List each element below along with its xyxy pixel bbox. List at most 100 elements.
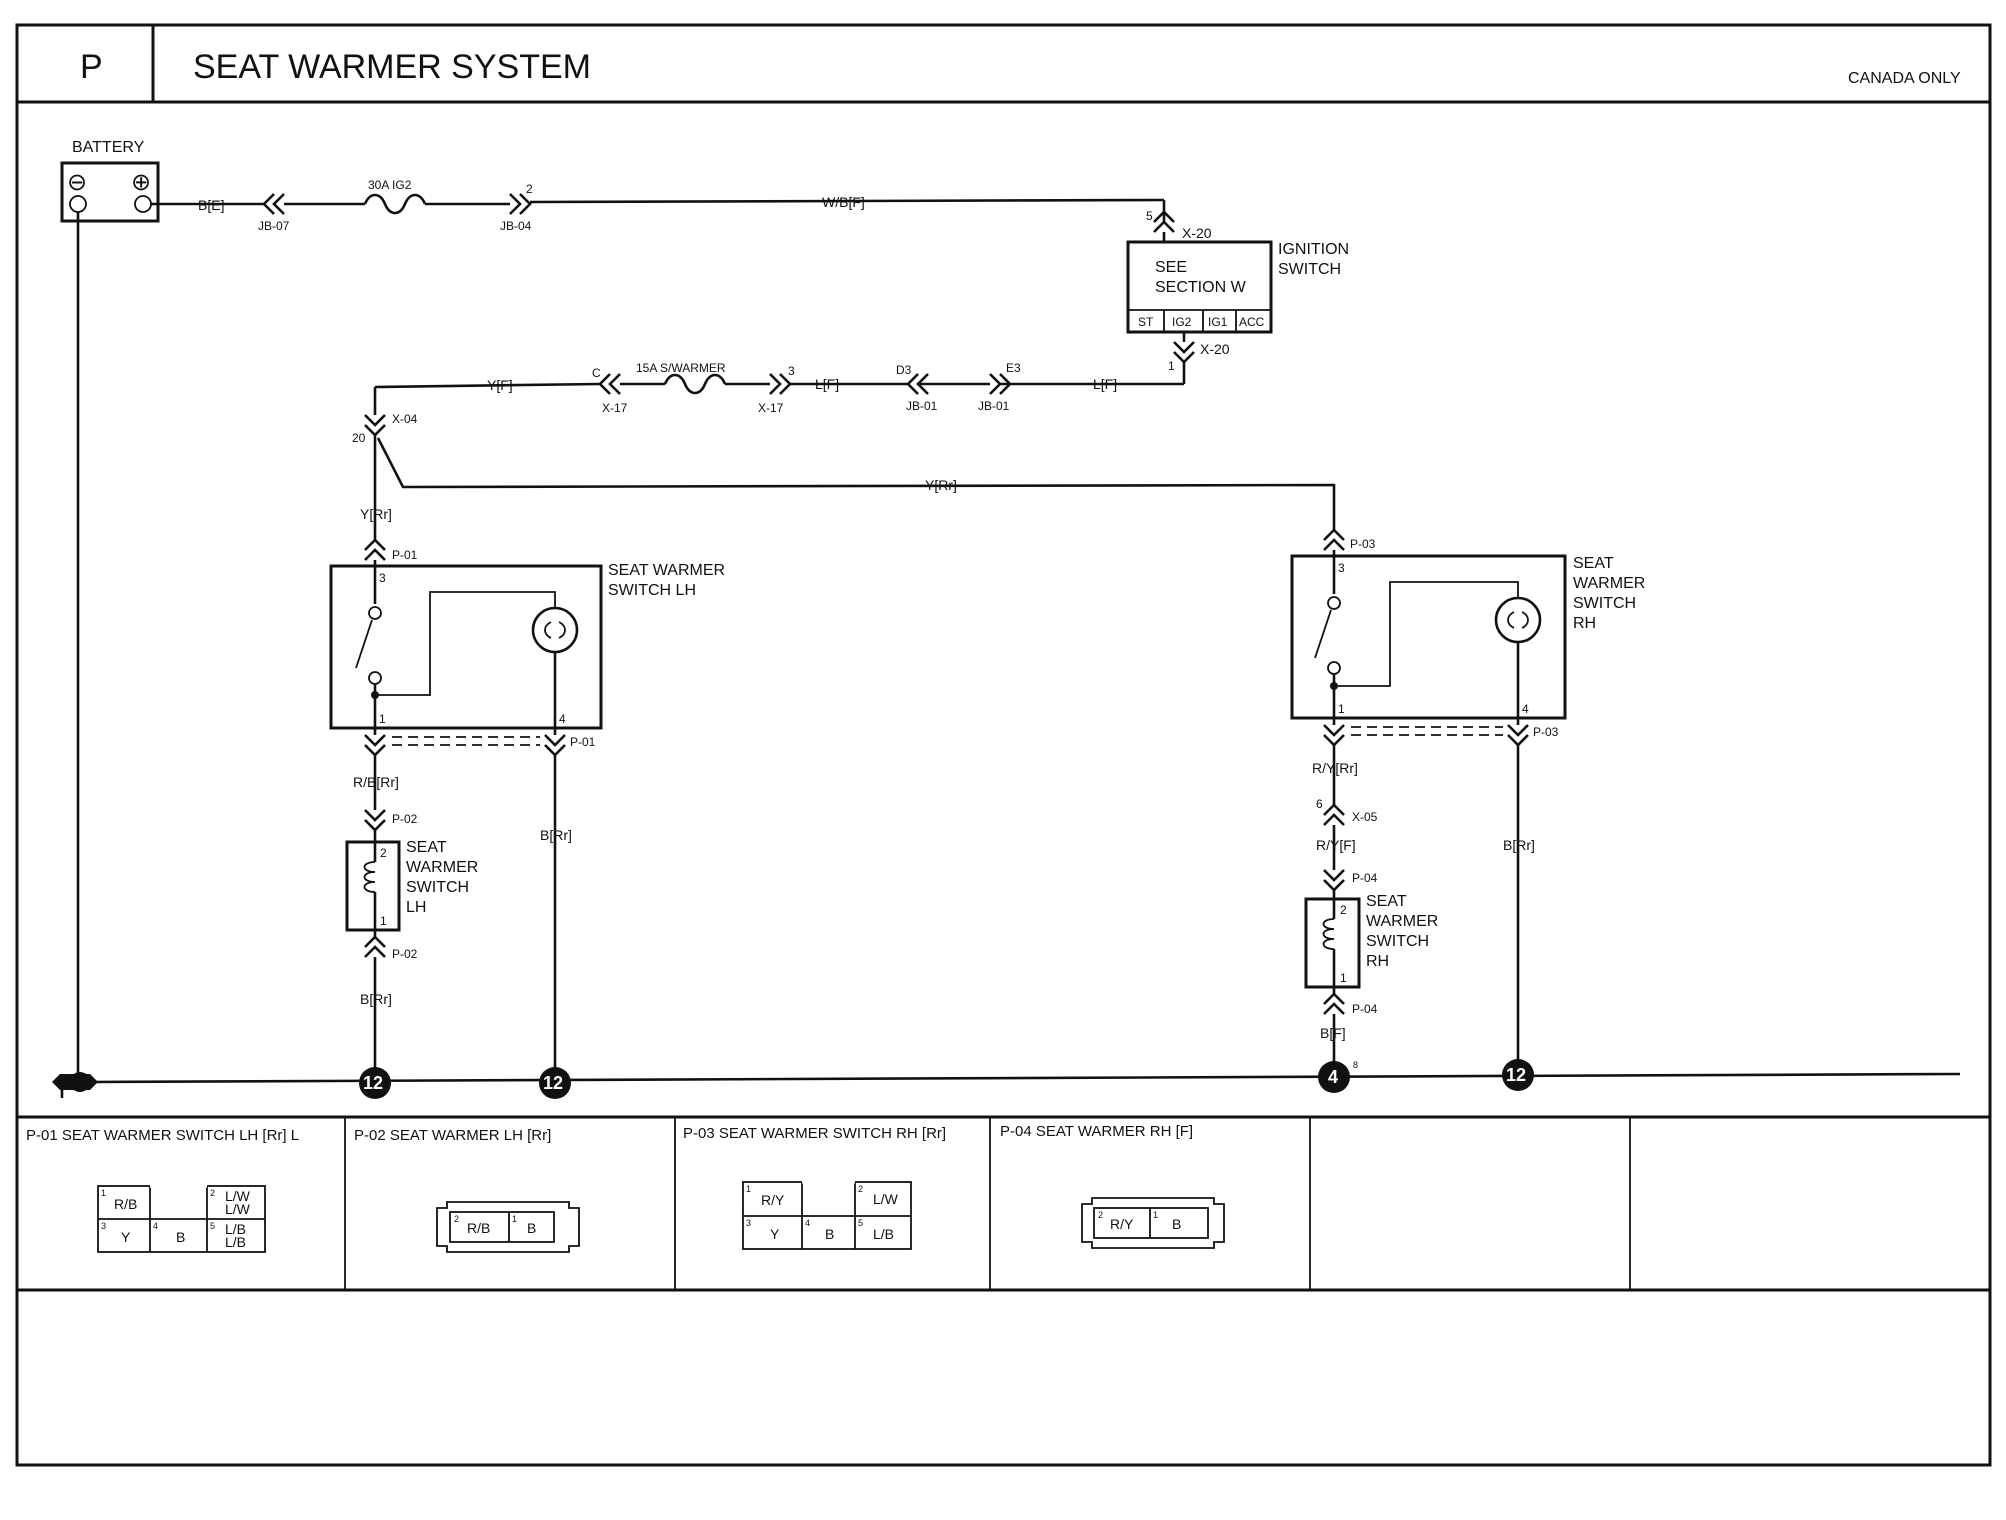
x05-pin: 6 — [1316, 797, 1323, 811]
connector-p03-title: P-03 SEAT WARMER SWITCH RH [Rr] — [683, 1125, 946, 1142]
connector-p02-top — [364, 809, 386, 832]
wire-label-y-f: Y[F] — [487, 377, 513, 393]
ign-pin-ig2: IG2 — [1172, 315, 1192, 329]
p01-top-label: P-01 — [392, 548, 418, 562]
connector-face-p01 — [97, 1184, 266, 1253]
ign-pin-ig1: IG1 — [1208, 315, 1228, 329]
connector-jb04 — [509, 193, 532, 215]
p04-top-label: P-04 — [1352, 871, 1378, 885]
jb01-d3-label: JB-01 — [906, 399, 938, 413]
p01-bottom-label: P-01 — [570, 735, 596, 749]
wire-label-y-rr-2: Y[Rr] — [925, 477, 957, 493]
p02-cell1-text: R/B — [467, 1220, 490, 1236]
p02-cell2-num: 1 — [512, 1214, 517, 1224]
wire-label-b-e: B[E] — [198, 197, 224, 213]
lh-sw-pin-1: 1 — [379, 712, 386, 726]
p03-cell1-text: R/Y — [761, 1192, 785, 1208]
ign-pin-acc: ACC — [1239, 315, 1265, 329]
p01-cell3-text: Y — [121, 1229, 131, 1245]
ground-point-3-superscript: 8 — [1353, 1060, 1358, 1070]
page-title: SEAT WARMER SYSTEM — [193, 48, 591, 86]
connector-x04 — [364, 414, 386, 437]
x04-pin: 20 — [352, 431, 366, 445]
heater-rh-label-2: WARMER — [1366, 913, 1438, 930]
battery-label: BATTERY — [72, 139, 145, 156]
p01-cell4-text: B — [176, 1229, 185, 1245]
connector-face-p03 — [742, 1180, 912, 1250]
p03-cell1-num: 1 — [746, 1184, 751, 1194]
wire-label-b-rr-3: B[Rr] — [1503, 837, 1535, 853]
wire-label-wb-f: W/B[F] — [822, 194, 865, 210]
x17-3-pin: 3 — [788, 364, 795, 378]
p04-cell2-num: 1 — [1153, 1210, 1158, 1220]
connector-p02-title: P-02 SEAT WARMER LH [Rr] — [354, 1127, 551, 1144]
battery-negative-symbol: ⊖ — [67, 169, 87, 196]
ign-see-line1: SEE — [1155, 259, 1187, 276]
connector-x17-c — [598, 373, 621, 395]
x20-top-label: X-20 — [1182, 225, 1212, 241]
seat-warmer-switch-rh — [1290, 554, 1567, 720]
jb04-pin: 2 — [526, 182, 533, 196]
jb01-d3-pin: D3 — [896, 363, 912, 377]
sw-lh-label-1: SEAT WARMER — [608, 562, 725, 579]
battery: ⊖ ⊕ — [60, 161, 160, 223]
p01-cell2-num: 2 — [210, 1188, 215, 1198]
heater-lh-label-4: LH — [406, 899, 426, 916]
connector-x20-top — [1153, 210, 1175, 233]
seat-heater-rh — [1304, 897, 1361, 989]
ign-see-line2: SECTION W — [1155, 279, 1247, 296]
connector-p04-top — [1323, 869, 1345, 892]
ignition-switch-label-1: IGNITION — [1278, 241, 1349, 258]
p01-cell3-num: 3 — [101, 1221, 106, 1231]
rh-sw-pin-1: 1 — [1338, 702, 1345, 716]
fuse-30a-label: 30A IG2 — [368, 178, 412, 192]
heater-lh-label-3: SWITCH — [406, 879, 469, 896]
ign-pin-st: ST — [1138, 315, 1154, 329]
rh-ht-pin-2: 2 — [1340, 903, 1347, 917]
p03-cell3-num: 3 — [746, 1218, 751, 1228]
ground-point-3 — [1318, 1061, 1350, 1093]
wire-label-ry-rr: R/Y[Rr] — [1312, 760, 1358, 776]
ground-symbol-label: G — [75, 1076, 84, 1090]
connector-face-p04 — [1081, 1197, 1225, 1249]
p03-top-label: P-03 — [1350, 537, 1376, 551]
heater-rh-label-1: SEAT — [1366, 893, 1407, 910]
p02-bottom-label: P-02 — [392, 947, 418, 961]
p04-cell1-num: 2 — [1098, 1210, 1103, 1220]
x20-top-pin: 5 — [1146, 209, 1153, 223]
ground-point-3-label: 4 — [1328, 1067, 1338, 1087]
connector-p03-bottom — [1323, 724, 1529, 747]
connector-p03-top — [1323, 528, 1345, 551]
region-note: CANADA ONLY — [1848, 70, 1961, 87]
connector-x20-bottom — [1173, 341, 1195, 364]
heater-rh-label-4: RH — [1366, 953, 1389, 970]
connector-p01-top — [364, 538, 386, 561]
x17-c-pin: C — [592, 366, 601, 380]
rh-ht-pin-1: 1 — [1340, 971, 1347, 985]
battery-positive-symbol: ⊕ — [131, 169, 151, 196]
ground-point-1 — [359, 1067, 391, 1099]
connector-p02-bottom — [364, 935, 386, 958]
jb01-e3-pin: E3 — [1006, 361, 1021, 375]
lh-ht-pin-1: 1 — [380, 914, 387, 928]
lh-sw-pin-4: 4 — [559, 712, 566, 726]
p01-cell2-text-a: L/W — [225, 1188, 251, 1204]
ground-point-4-label: 12 — [1506, 1065, 1526, 1085]
connector-x05 — [1323, 803, 1345, 826]
p03-cell5-text: L/B — [873, 1226, 894, 1242]
wire-label-b-rr-1: B[Rr] — [360, 991, 392, 1007]
x04-label: X-04 — [392, 412, 418, 426]
connector-jb07 — [262, 193, 285, 215]
connector-jb01-e3 — [989, 373, 1012, 395]
heater-rh-label-3: SWITCH — [1366, 933, 1429, 950]
p04-bottom-label: P-04 — [1352, 1002, 1378, 1016]
lh-sw-pin-3: 3 — [379, 571, 386, 585]
p02-cell1-num: 2 — [454, 1214, 459, 1224]
p01-cell2-text-b: L/W — [225, 1201, 251, 1217]
jb07-label: JB-07 — [258, 219, 290, 233]
seat-heater-lh — [345, 840, 401, 932]
p04-cell2-text: B — [1172, 1216, 1181, 1232]
connector-p01-bottom — [364, 734, 566, 757]
p03-cell4-text: B — [825, 1226, 834, 1242]
